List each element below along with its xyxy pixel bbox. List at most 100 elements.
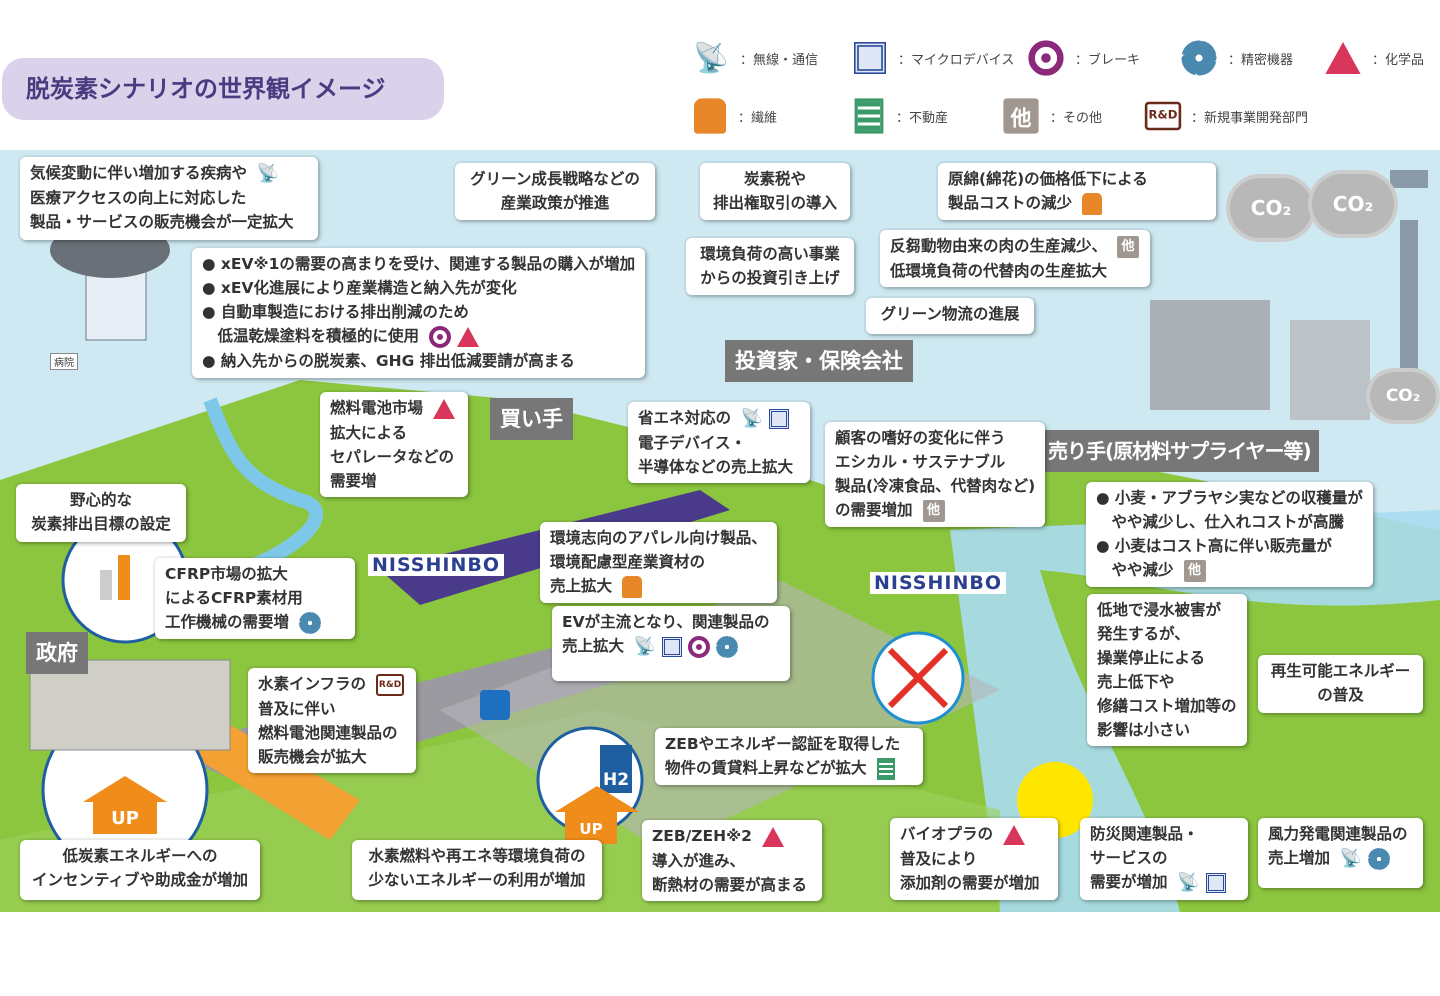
callout-box: 反芻動物由来の肉の生産減少、他低環境負荷の代替肉の生産拡大 (880, 230, 1150, 287)
callout-line: グリーン物流の進展 (880, 305, 1020, 323)
callout-row: ● 小麦・アブラヤシ実などの収穫量が (1096, 486, 1363, 510)
callout-row: 産業政策が推進 (465, 191, 645, 215)
callout-line: 野心的な (69, 491, 132, 509)
callout-row: エシカル・サステナブル (835, 450, 1035, 474)
flask-icon (457, 326, 480, 347)
callout-row: 製品コストの減少 (948, 191, 1206, 216)
callout-line: からの投資引き上げ (700, 269, 840, 287)
callout-icons (876, 757, 895, 781)
callout-line: 水素インフラの (258, 675, 367, 693)
flask-icon (1003, 824, 1026, 845)
callout-box: CFRP市場の拡大によるCFRP素材用工作機械の需要増 (155, 558, 355, 639)
flask-icon (433, 398, 456, 419)
nisshinbo-logo: NISSHINBO (870, 572, 1006, 594)
callout-line: ZEBやエネルギー認証を取得した (665, 735, 901, 753)
legend-item-chip: ：マイクロデバイス (850, 40, 1014, 76)
callout-box: 野心的な炭素排出目標の設定 (16, 484, 186, 542)
legend-item-wireless: 📡：無線・通信 (690, 40, 818, 76)
callout-line: 製品(冷凍食品、代替肉など) (835, 477, 1036, 495)
callout-line: 炭素税や (743, 170, 806, 188)
callout-line: 低地で浸水被害が (1097, 601, 1222, 619)
callout-icons (433, 397, 456, 421)
callout-icons (1082, 192, 1103, 216)
legend-label: ：化学品 (1372, 52, 1425, 68)
callout-row: 風力発電関連製品の (1268, 822, 1413, 846)
callout-line: 環境配慮型産業資材の (550, 553, 706, 571)
callout-line: 断熱材の需要が高まる (652, 875, 808, 894)
callout-row: 添加剤の需要が増加 (900, 871, 1048, 895)
callout-icons: 他 (922, 499, 945, 523)
callout-line: 低温乾燥塗料を積極的に使用 (202, 327, 420, 345)
h2-sign: H2 (603, 770, 630, 790)
wireless-icon: 📡 (634, 635, 657, 657)
callout-row: ● xEV※1の需要の高まりを受け、関連する製品の購入が増加 (202, 252, 635, 276)
callout-line: 普及により (900, 849, 978, 868)
callout-row: 低地で浸水被害が (1097, 598, 1237, 622)
callout-line: 医療アクセスの向上に対応した (30, 188, 247, 207)
gear-icon (299, 611, 322, 634)
callout-line: 炭素排出目標の設定 (31, 515, 171, 533)
callout-line: 顧客の嗜好の変化に伴う (835, 429, 1006, 447)
callout-row: 環境負荷の高い事業 (696, 242, 844, 266)
callout-row: 発生するが、 (1097, 622, 1237, 646)
callout-line: 気候変動に伴い増加する疾病や (30, 164, 248, 182)
chip-icon (662, 636, 683, 657)
callout-row: 水素燃料や再エネ等環境負荷の (362, 844, 592, 868)
legend-item-other: 他：その他 (1000, 98, 1102, 134)
brake-icon (429, 325, 452, 348)
legend-item-flask: ：化学品 (1322, 40, 1424, 76)
gear-icon (716, 635, 739, 658)
callout-line: ZEB/ZEH※2 (652, 827, 752, 845)
callout-line: バイオプラの (900, 825, 994, 843)
callout-row: の普及 (1268, 683, 1413, 707)
callout-icons: 📡 (1340, 847, 1391, 871)
callout-line: 売上増加 (1268, 849, 1331, 867)
callout-row: 原綿(綿花)の価格低下による (948, 167, 1206, 191)
nisshinbo-logo: NISSHINBO (368, 554, 504, 576)
callout-row: の需要増加他 (835, 498, 1035, 523)
legend-label: ：マイクロデバイス (898, 52, 1015, 68)
callout-box: ZEBやエネルギー認証を取得した物件の賃貸料上昇などが拡大 (655, 728, 923, 785)
callout-row: 売上拡大📡 (562, 634, 780, 659)
callout-line: 導入が進み、 (652, 851, 746, 870)
legend-item-brake: ：ブレーキ (1025, 40, 1140, 76)
callout-icons (622, 575, 643, 599)
callout-row: 需要が増加📡 (1090, 870, 1238, 895)
callout-line: 低環境負荷の代替肉の生産拡大 (890, 261, 1108, 280)
callout-row: 製品・サービスの販売機会が一定拡大 (30, 210, 308, 234)
callout-row: 影響は小さい (1097, 718, 1237, 742)
callout-row: 修繕コスト増加等の (1097, 694, 1237, 718)
callout-row: CFRP市場の拡大 (165, 562, 345, 586)
callout-row: 物件の賃貸料上昇などが拡大 (665, 756, 913, 781)
callout-line: 操業停止による (1097, 649, 1206, 667)
callout-line: CFRP市場の拡大 (165, 565, 288, 583)
callout-icons: 📡 (634, 635, 739, 659)
callout-row: EVが主流となり、関連製品の (562, 610, 780, 634)
callout-line: やや減少 (1096, 561, 1174, 579)
callout-line: 修繕コスト増加等の (1097, 697, 1237, 715)
callout-line: 拡大による (330, 423, 408, 442)
callout-line: ● 自動車製造における排出削減のため (202, 303, 469, 321)
callout-row: 導入が進み、 (652, 849, 812, 873)
callout-line: インセンティブや助成金が増加 (31, 871, 249, 889)
callout-row: セパレータなどの (330, 445, 458, 469)
callout-row: 売上低下や (1097, 670, 1237, 694)
callout-row: 売上拡大 (550, 574, 767, 599)
rd-icon: R&D (376, 673, 405, 696)
callout-box: 低地で浸水被害が発生するが、操業停止による売上低下や修繕コスト増加等の影響は小さ… (1087, 594, 1247, 746)
callout-row: 水素インフラの R&D (258, 672, 406, 697)
callout-line: 製品・サービスの販売機会が一定拡大 (30, 212, 294, 231)
callout-line: によるCFRP素材用 (165, 589, 303, 607)
callout-row: 再生可能エネルギー (1268, 659, 1413, 683)
callout-row: ● 自動車製造における排出削減のため (202, 300, 635, 324)
callout-line: サービスの (1090, 849, 1168, 867)
callout-box: ● xEV※1の需要の高まりを受け、関連する製品の購入が増加● xEV化進展によ… (192, 248, 646, 378)
legend-label: ：精密機器 (1228, 52, 1294, 68)
label-buyers: 買い手 (490, 398, 573, 440)
callout-line: 少ないエネルギーの利用が増加 (368, 871, 586, 889)
callout-box: 環境負荷の高い事業からの投資引き上げ (686, 238, 854, 295)
legend-label: ：繊維 (738, 110, 778, 126)
callout-icons (761, 825, 784, 849)
callout-line: 燃料電池関連製品の (258, 723, 398, 742)
legend-item-shirt: ：繊維 (690, 98, 777, 134)
